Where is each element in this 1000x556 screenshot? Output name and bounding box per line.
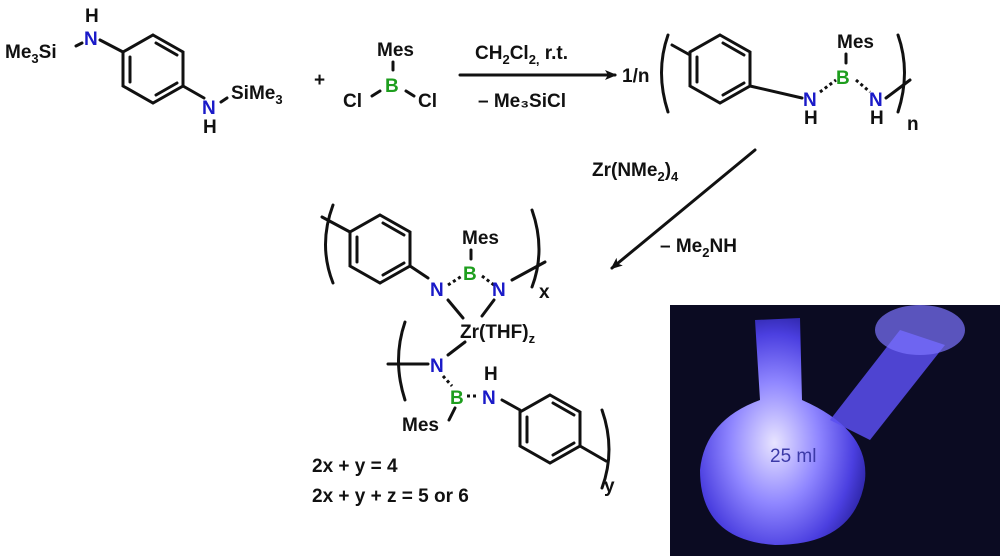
equation-1: 2x + y = 4 xyxy=(312,456,398,477)
svg-text:H: H xyxy=(870,108,884,129)
svg-text:N: N xyxy=(482,388,496,409)
svg-text:y: y xyxy=(604,476,615,497)
benzene-ring xyxy=(121,33,185,105)
zirconium-polymer-complex: N B Mes N x Zr(THF)z N B H N Mes y xyxy=(320,203,615,497)
zirconium-center: Zr(THF)z xyxy=(460,322,536,346)
svg-text:Cl: Cl xyxy=(343,91,362,112)
svg-text:B: B xyxy=(385,76,399,97)
svg-text:H: H xyxy=(484,364,498,385)
svg-text:N: N xyxy=(430,280,444,301)
svg-text:Mes: Mes xyxy=(462,228,499,249)
svg-text:x: x xyxy=(539,282,550,303)
polyborazane-polymer: 1/n N H B Mes N H n xyxy=(622,32,919,135)
svg-text:Mes: Mes xyxy=(837,32,874,53)
plus-sign: + xyxy=(314,70,325,91)
zirconium-reagent: Zr(NMe2)4 xyxy=(592,160,679,184)
svg-text:Me3Si: Me3Si xyxy=(5,42,57,66)
glowing-flask-photo: 25 ml xyxy=(670,305,1000,556)
reaction-arrow-2 xyxy=(610,148,757,270)
nitrogen-label: N xyxy=(202,98,216,119)
solvent-conditions: CH2Cl2, r.t. xyxy=(475,43,568,67)
svg-text:B: B xyxy=(836,68,850,89)
svg-text:Cl: Cl xyxy=(418,91,437,112)
svg-text:Mes: Mes xyxy=(377,40,414,61)
byproduct-label: – Me₃SiCl xyxy=(478,91,566,112)
svg-text:B: B xyxy=(463,264,477,285)
svg-text:N: N xyxy=(492,280,506,301)
svg-text:B: B xyxy=(450,388,464,409)
byproduct-label-2: – Me2NH xyxy=(660,236,737,260)
svg-text:1/n: 1/n xyxy=(622,66,649,87)
svg-text:N: N xyxy=(430,356,444,377)
left-bracket xyxy=(660,33,670,114)
bis-silyl-phenylenediamine: Me3Si N H N H SiMe3 xyxy=(5,6,283,138)
right-bracket xyxy=(896,33,906,114)
flask-volume-label: 25 ml xyxy=(770,446,816,467)
nitrogen-label: N xyxy=(84,29,98,50)
svg-text:H: H xyxy=(804,108,818,129)
svg-text:Mes: Mes xyxy=(402,415,439,436)
equation-2: 2x + y + z = 5 or 6 xyxy=(312,486,469,507)
hydrogen-label: H xyxy=(85,6,99,27)
svg-text:N: N xyxy=(869,90,883,111)
svg-text:N: N xyxy=(803,90,817,111)
hydrogen-label: H xyxy=(203,117,217,138)
svg-text:n: n xyxy=(907,114,919,135)
svg-text:SiMe3: SiMe3 xyxy=(231,83,283,107)
mesityl-dichloroborane: Mes B Cl Cl xyxy=(343,40,437,112)
